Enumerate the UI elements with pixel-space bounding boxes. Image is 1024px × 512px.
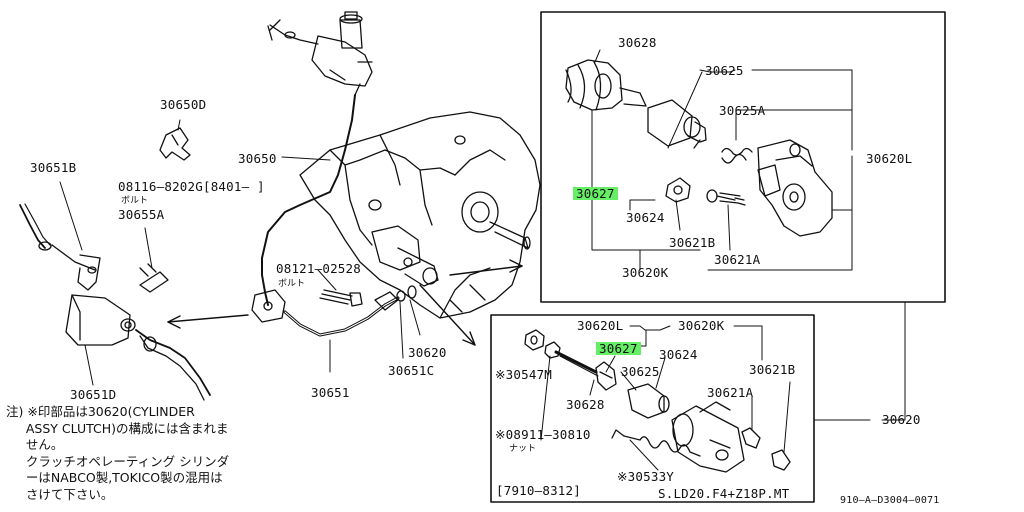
label-30624-bot: 30624 [659,347,698,362]
label-30650D: 30650D [160,97,207,112]
label-30650: 30650 [238,151,277,166]
label-30627-top[interactable]: 30627 [573,187,618,200]
pointer-arrows [167,259,523,346]
label-30620L-bot: 30620L [577,318,624,333]
detail-top-parts [565,59,833,237]
label-30620K-top: 30620K [622,265,669,280]
label-30651B: 30651B [30,160,77,175]
label-30625-bot: 30625 [621,364,660,379]
clutch-hose [283,296,400,337]
label-model: S.LD20.F4+Z18P.MT [658,486,790,501]
clip-30650d [159,127,191,161]
label-30533Y: ※30533Y [617,469,675,484]
hose-fitting [374,290,406,311]
label-30651C: 30651C [388,363,435,378]
bolt-08121 [319,289,363,307]
label-30627-bot[interactable]: 30627 [596,342,641,355]
label-08121: 08121–02528 [276,261,361,276]
detail-top-leaders [591,49,853,271]
label-30625A-top: 30625A [719,103,766,118]
footnote: 注) ※印部品は30620(CYLINDER ASSY CLUTCH)の構成には… [6,404,230,502]
left-bracket [19,203,211,401]
label-30620K-bot: 30620K [678,318,725,333]
label-08116: 08116–8202G[8401– ] [118,179,265,194]
label-30620-mid: 30620 [408,345,447,360]
label-30625-top: 30625 [705,63,744,78]
master-cylinder [267,11,373,96]
leader-lines [59,119,421,386]
label-30651: 30651 [311,385,350,400]
label-30620-right: 30620 [882,412,921,427]
detail-bottom-parts [524,329,791,473]
detail-box-tokico [490,314,815,503]
pipe-bracket [251,289,286,323]
label-30621A-bot: 30621A [707,385,754,400]
label-30651D: 30651D [70,387,117,402]
label-30624-top: 30624 [626,210,665,225]
washer-30651c [407,285,417,299]
slave-cylinder-mounted [371,225,439,287]
label-30620L-right: 30620L [866,151,913,166]
label-08911-sub: ナット [509,444,537,454]
label-30547M: ※30547M [495,367,553,382]
label-08121-sub: ボルト [278,279,306,289]
label-30621B-bot: 30621B [749,362,796,377]
label-reference: 910–A–D3004–0071 [840,495,940,506]
label-30628-top: 30628 [618,35,657,50]
label-30621B-top: 30621B [669,235,716,250]
transmission-housing [299,111,541,319]
label-08911: ※08911–30810 [495,427,591,442]
detail-box-nabco [540,11,946,303]
label-08116-sub: ボルト [121,196,149,206]
bolt-30655a [139,263,169,293]
label-30628-bot: 30628 [566,397,605,412]
label-30655A: 30655A [118,207,165,222]
label-30621A-top: 30621A [714,252,761,267]
label-date-range: [7910–8312] [496,483,581,498]
hydraulic-pipe [261,94,356,306]
